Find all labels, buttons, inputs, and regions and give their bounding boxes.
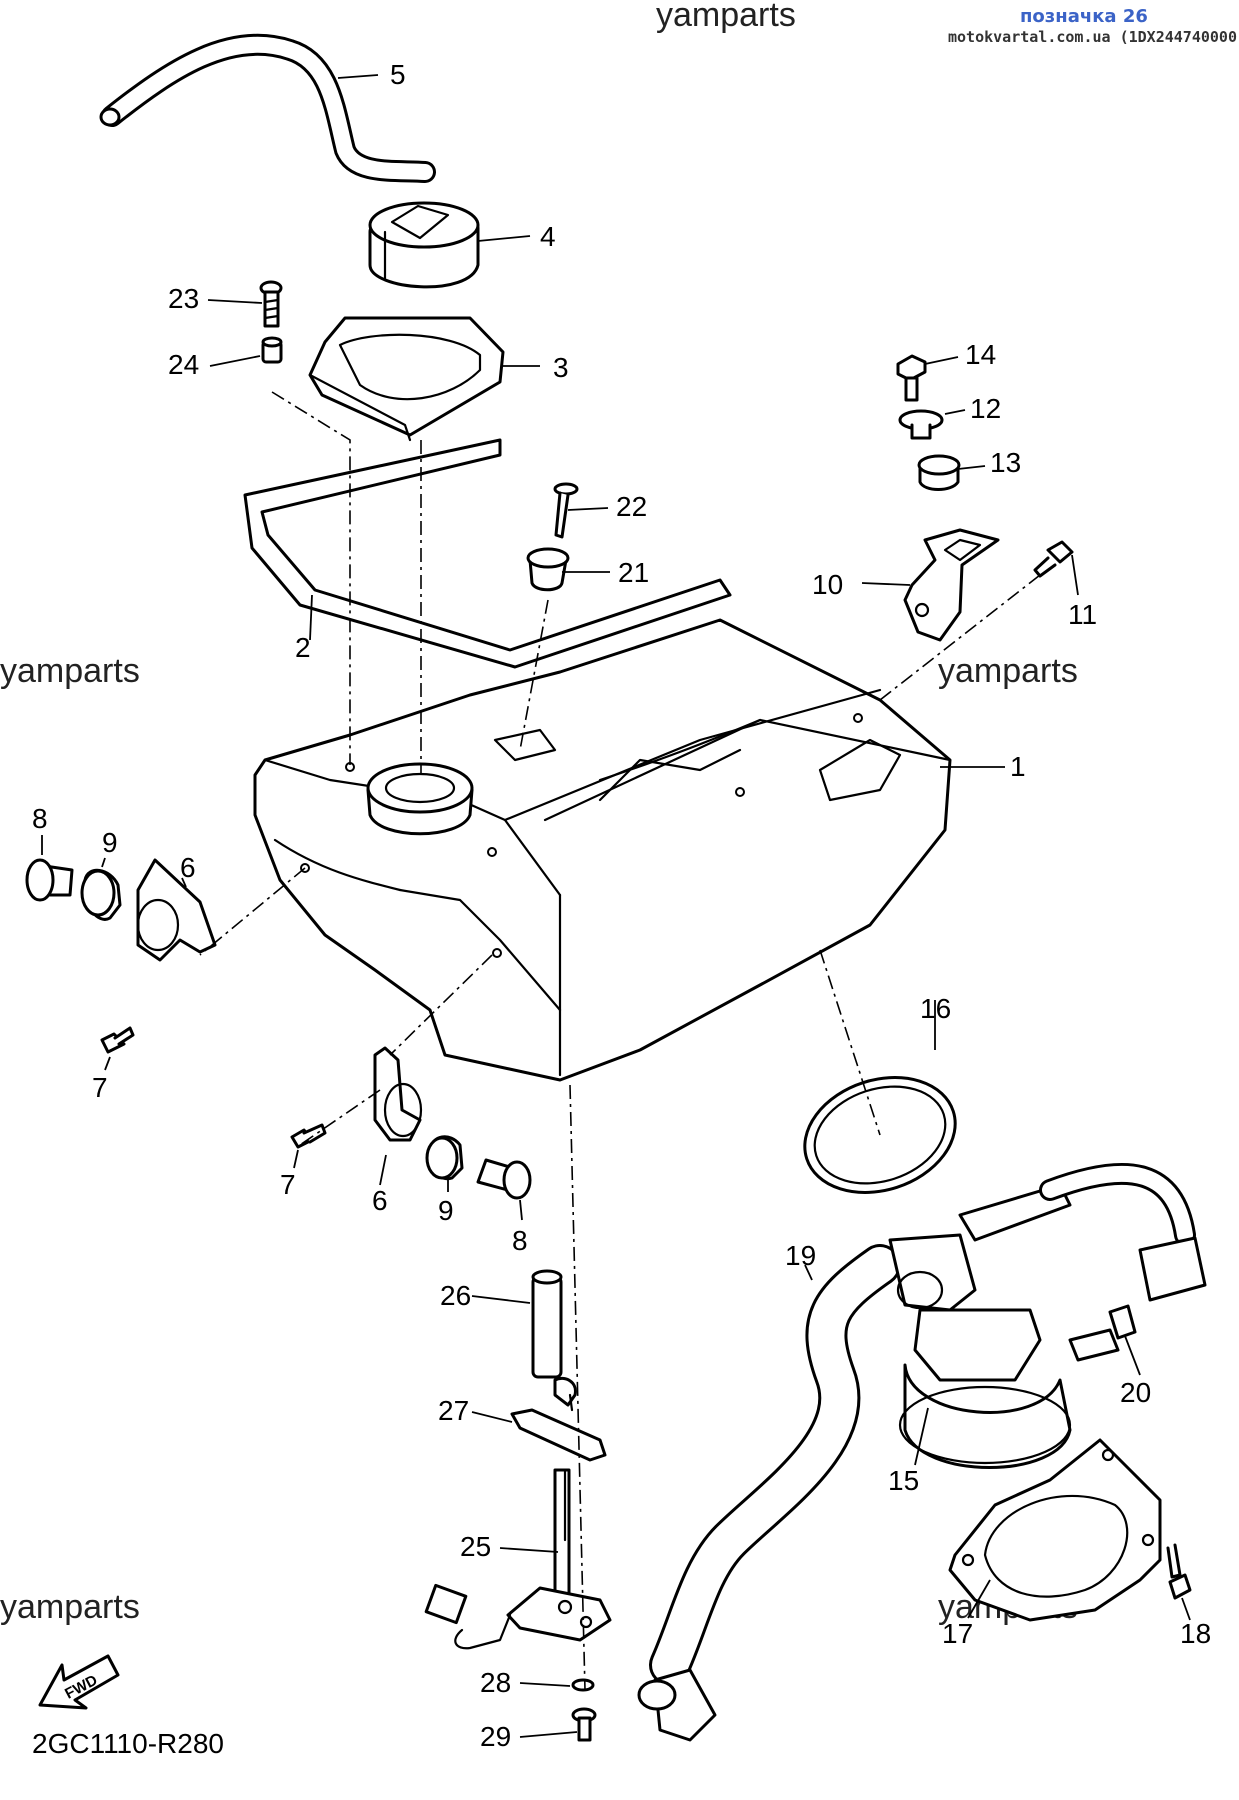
- callout-6: 6: [180, 852, 196, 883]
- part-fuel-tank: [253, 618, 952, 1082]
- callout-17: 17: [942, 1618, 973, 1649]
- callout-7: 7: [92, 1072, 108, 1103]
- callout-6: 6: [372, 1185, 388, 1216]
- part-pump-gasket: [948, 1438, 1162, 1622]
- part-collar-8-lower: [476, 1158, 532, 1200]
- part-bracket-10: [903, 528, 1000, 642]
- callout-13: 13: [990, 447, 1021, 478]
- part-clip-20: [1108, 1304, 1137, 1340]
- callout-24: 24: [168, 349, 199, 380]
- part-bracket-6-lower: [373, 1046, 423, 1142]
- callout-29: 29: [480, 1721, 511, 1752]
- callout-9: 9: [438, 1195, 454, 1226]
- part-collar-12: [898, 409, 944, 440]
- part-fuel-pump: [888, 1162, 1207, 1469]
- fwd-arrow: FWD: [38, 1654, 120, 1710]
- callout-14: 14: [965, 339, 996, 370]
- part-breather-hose: [99, 33, 436, 183]
- part-screw-23: [259, 280, 283, 328]
- callout-25: 25: [460, 1531, 491, 1562]
- callout-9: 9: [102, 827, 118, 858]
- callout-8: 8: [32, 803, 48, 834]
- callout-2: 2: [295, 632, 311, 663]
- callout-27: 27: [438, 1395, 469, 1426]
- callout-1: 1: [1010, 751, 1026, 782]
- callout-7: 7: [280, 1169, 296, 1200]
- part-fuel-hose: [637, 1244, 901, 1742]
- diagram-code: 2GC1110-R280: [32, 1728, 224, 1759]
- part-bolt-18: [1166, 1543, 1192, 1600]
- part-sender-26: [531, 1269, 577, 1412]
- callout-18: 18: [1180, 1618, 1211, 1649]
- part-filler-neck: [366, 762, 474, 836]
- callout-8: 8: [512, 1225, 528, 1256]
- part-bolt-11: [1033, 540, 1074, 578]
- watermark: yamparts: [0, 1588, 140, 1626]
- header-label: позначка 26: [1020, 6, 1148, 27]
- header-source: motokvartal.com.ua (1DX244740000): [948, 28, 1239, 46]
- part-grommet-13: [917, 454, 961, 491]
- callout-23: 23: [168, 283, 199, 314]
- watermark: yamparts: [938, 652, 1078, 690]
- part-grommet-9-left: [80, 869, 122, 921]
- callout-15: 15: [888, 1465, 919, 1496]
- callout-21: 21: [618, 557, 649, 588]
- part-bolt-14: [896, 354, 927, 402]
- callout-10: 10: [812, 569, 843, 600]
- part-bolt-7-left: [100, 1026, 135, 1054]
- callout-22: 22: [616, 491, 647, 522]
- watermark: yamparts: [656, 0, 796, 34]
- part-grommet-9-lower: [425, 1135, 464, 1181]
- callout-4: 4: [540, 221, 556, 252]
- part-seal-strip: [243, 438, 732, 669]
- callout-16: 16: [920, 993, 951, 1024]
- part-screw-29: [571, 1707, 597, 1742]
- part-washer-28: [571, 1678, 595, 1692]
- callout-28: 28: [480, 1667, 511, 1698]
- assembly-lines: [199, 391, 1041, 1691]
- callout-12: 12: [970, 393, 1001, 424]
- part-fuel-gauge-25: [424, 1468, 612, 1650]
- part-cap-frame: [308, 316, 505, 442]
- callout-numbers: 1 2 3 4 5 6 6 7 7 8 8 9 9 10 11 12 13 14…: [32, 59, 1211, 1752]
- part-screw-22: [553, 482, 579, 539]
- watermark: yamparts: [0, 652, 140, 690]
- callout-20: 20: [1120, 1377, 1151, 1408]
- part-damper-21: [526, 547, 570, 592]
- part-collar-24: [261, 336, 283, 364]
- part-collar-8-left: [25, 858, 74, 902]
- callout-5: 5: [390, 59, 406, 90]
- part-bolt-7-lower: [290, 1123, 327, 1149]
- part-gasket-27: [510, 1408, 607, 1462]
- part-bracket-6-left: [136, 858, 217, 962]
- callout-19: 19: [785, 1240, 816, 1271]
- part-filler-cap: [368, 201, 480, 289]
- callout-11: 11: [1068, 599, 1097, 630]
- callout-3: 3: [553, 352, 569, 383]
- leader-lines: [41, 74, 1191, 1738]
- callout-26: 26: [440, 1280, 471, 1311]
